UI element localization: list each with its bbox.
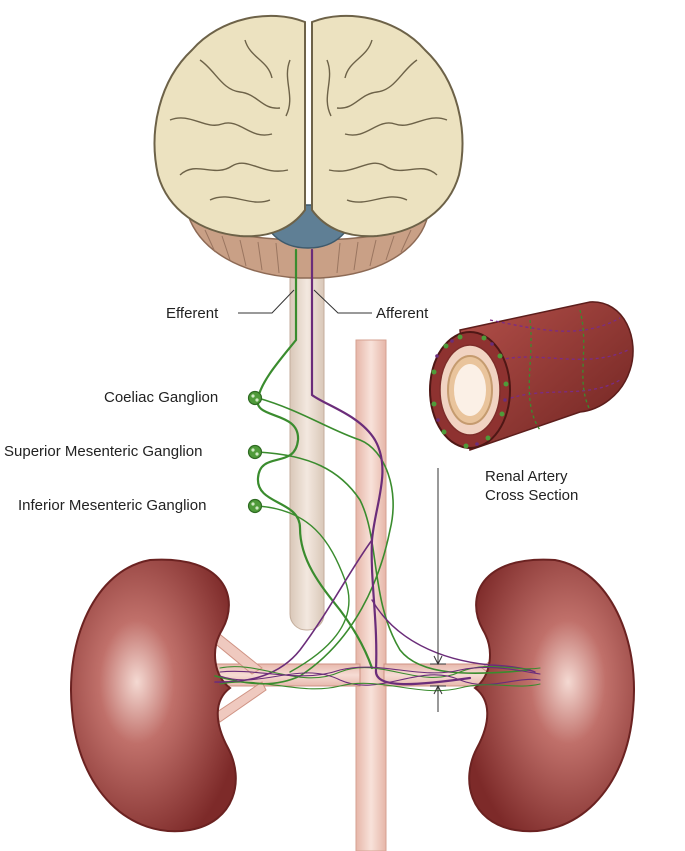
brain-right-hemisphere: [311, 14, 464, 238]
efferent-leader: [238, 289, 295, 314]
left-kidney: [70, 558, 237, 833]
superior-mesenteric-ganglion-label: Superior Mesenteric Ganglion: [4, 443, 203, 460]
renal-artery-cross-section: [429, 301, 634, 452]
afferent-label: Afferent: [376, 305, 429, 322]
wall-nerve-dots: [431, 334, 509, 449]
renal-artery-label-line2: Cross Section: [485, 487, 579, 504]
cerebellum-folia: [204, 229, 412, 274]
coeliac-ganglion-label: Coeliac Ganglion: [104, 389, 219, 406]
renal-artery-label-line1: Renal Artery: [485, 468, 568, 485]
brain-sulci: [169, 39, 448, 203]
inferior-mesenteric-ganglion-node: [247, 498, 263, 514]
ganglia: [247, 390, 263, 514]
aorta: [355, 339, 387, 851]
leader-lines: [238, 289, 446, 712]
afferent-leader: [313, 289, 372, 314]
superior-mesenteric-ganglion-node: [247, 444, 263, 460]
brain-left-hemisphere: [153, 14, 306, 238]
right-kidney: [468, 558, 635, 833]
inferior-mesenteric-ganglion-label: Inferior Mesenteric Ganglion: [18, 497, 207, 514]
efferent-label: Efferent: [166, 305, 219, 322]
coeliac-ganglion-node: [247, 390, 263, 406]
